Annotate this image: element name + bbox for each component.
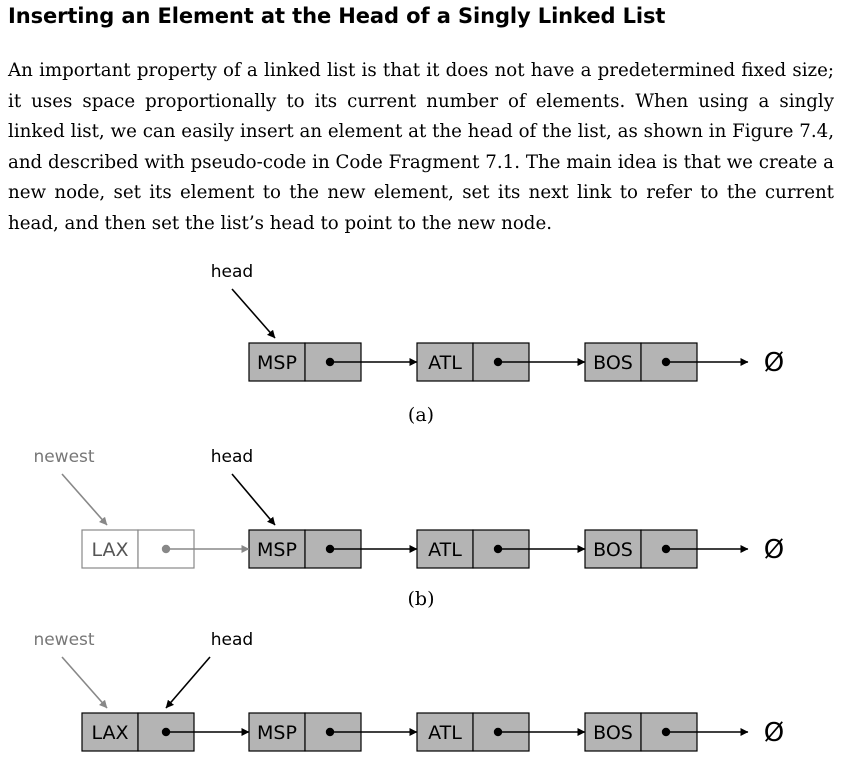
node-label: LAX [91,539,128,561]
head-pointer-arrow [231,288,276,339]
head-label: head [211,630,253,650]
node-element-cell [81,712,139,752]
body-paragraph: An important property of a linked list i… [8,60,834,234]
node-label: ATL [428,539,462,561]
null-symbol: Ø [764,535,784,565]
newest-pointer-arrow [61,656,108,709]
null-symbol: Ø [764,718,784,748]
head-label: head [211,447,253,467]
list-node: ATL [416,342,586,382]
node-element-cell [416,712,474,752]
list-node: BOS [584,342,749,382]
figure-panel: MSP ATL BOS Ø LAX newest head [33,630,784,752]
head-pointer-arrow [231,473,276,526]
newest-pointer-arrow [61,473,108,526]
node-element-cell [416,529,474,569]
list-node: ATL [416,712,586,752]
node-element-cell [584,712,642,752]
list-node: MSP [248,529,418,569]
node-element-cell [81,529,139,569]
node-label: ATL [428,722,462,744]
node-label: BOS [593,539,633,561]
head-label: head [211,262,253,282]
figure-panel: MSP ATL BOS Ø LAX newest head (b) [33,447,784,610]
list-node: MSP [248,342,418,382]
panel-sublabel: (b) [408,588,435,610]
node-label: MSP [257,539,297,561]
node-element-cell [584,529,642,569]
list-node: BOS [584,712,749,752]
section-title: Inserting an Element at the Head of a Si… [8,4,666,28]
node-label: LAX [91,722,128,744]
new-node: LAX [81,712,250,752]
list-node: BOS [584,529,749,569]
list-node: ATL [416,529,586,569]
newest-label: newest [33,447,94,467]
list-node: MSP [248,712,418,752]
node-element-cell [416,342,474,382]
node-label: ATL [428,352,462,374]
node-label: MSP [257,352,297,374]
null-symbol: Ø [764,348,784,378]
node-label: BOS [593,352,633,374]
node-label: BOS [593,722,633,744]
head-pointer-arrow [165,656,211,709]
newest-label: newest [33,630,94,650]
node-label: MSP [257,722,297,744]
panel-sublabel: (a) [408,404,434,426]
new-node: LAX [81,529,250,569]
node-element-cell [584,342,642,382]
